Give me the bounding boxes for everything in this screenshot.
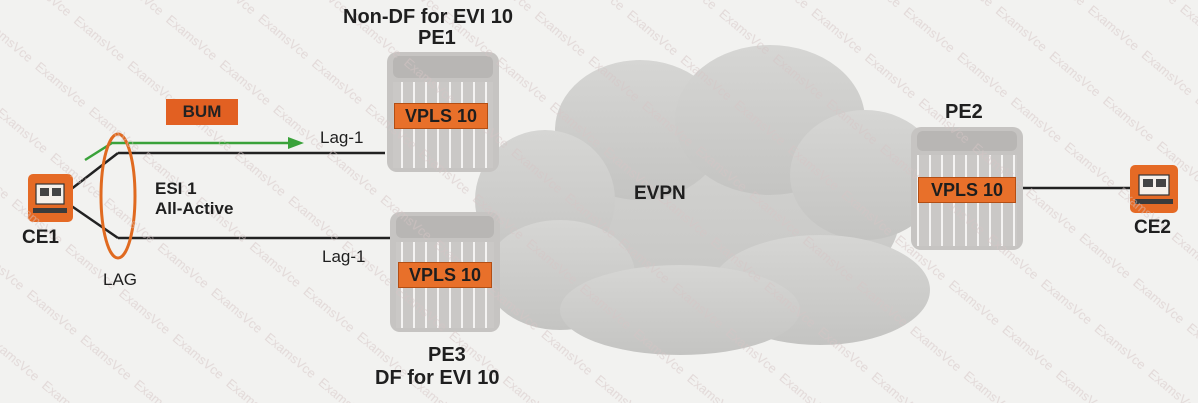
esi-mode-label: All-Active bbox=[155, 199, 234, 218]
pe3-vpls-badge: VPLS 10 bbox=[398, 262, 492, 288]
ce2-label: CE2 bbox=[1134, 217, 1171, 238]
lag1-top-label: Lag-1 bbox=[320, 128, 364, 147]
lag-label: LAG bbox=[103, 270, 138, 289]
pe1-vpls-badge: VPLS 10 bbox=[394, 103, 488, 129]
evpn-label: EVPN bbox=[634, 183, 686, 204]
pe3-name-label: PE3 bbox=[428, 344, 466, 366]
pe1-role-label: Non-DF for EVI 10 bbox=[343, 6, 514, 28]
pe1-name-label: PE1 bbox=[418, 27, 456, 49]
lag1-bottom-label: Lag-1 bbox=[322, 247, 366, 266]
bum-badge: BUM bbox=[166, 99, 238, 125]
pe2-name-label: PE2 bbox=[945, 101, 983, 123]
ce1-label: CE1 bbox=[22, 227, 59, 248]
pe3-role-label: DF for EVI 10 bbox=[375, 367, 500, 389]
esi-label: ESI 1 bbox=[155, 179, 197, 198]
pe2-vpls-badge: VPLS 10 bbox=[918, 177, 1016, 203]
